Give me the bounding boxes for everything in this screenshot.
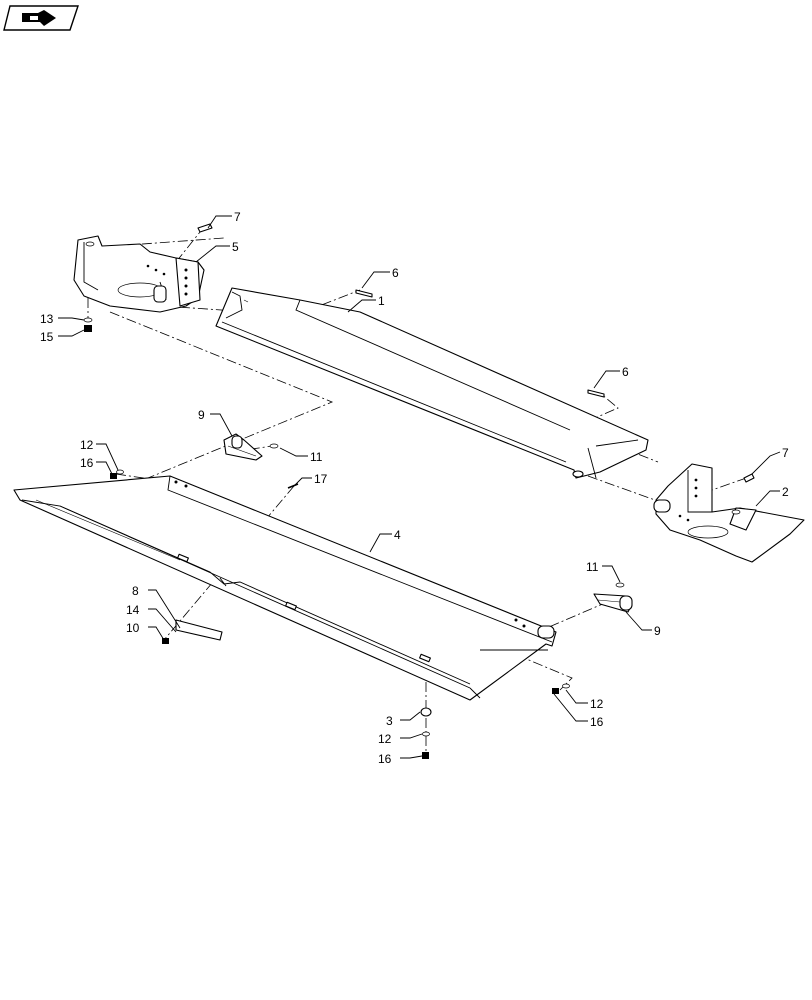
callout-9-right: 9: [654, 624, 661, 638]
washer-13: [83, 317, 93, 323]
callout-12-left: 12: [80, 438, 94, 452]
screw-17: [287, 483, 299, 489]
callout-12-right: 12: [590, 697, 604, 711]
callout-14: 14: [126, 603, 140, 617]
callout-7-right: 7: [782, 446, 789, 460]
leader-lines: [58, 215, 781, 759]
bushing-3: [420, 707, 432, 717]
upper-rail: [215, 287, 649, 479]
callout-9-left: 9: [198, 408, 205, 422]
callout-2: 2: [782, 485, 789, 499]
callout-17: 17: [314, 472, 328, 486]
nut-16-left: [110, 473, 117, 479]
callout-16-left: 16: [80, 456, 94, 470]
bolt-10: [162, 638, 169, 644]
hinge-9-right: [593, 593, 633, 613]
pin-7-top: [197, 223, 213, 233]
washer-12-left: [116, 469, 124, 475]
bolt-11-left: [269, 443, 279, 449]
pin-6-upper: [355, 289, 373, 298]
washer-12-right: [562, 683, 570, 689]
pin-6-lower: [587, 389, 605, 398]
nut-16-bottom: [422, 752, 429, 759]
callout-15: 15: [40, 330, 54, 344]
left-mounting-bracket: [73, 235, 205, 313]
callout-6-upper: 6: [392, 266, 399, 280]
bolt-11-right: [615, 582, 625, 588]
callout-8: 8: [132, 584, 139, 598]
callout-6-lower: 6: [622, 365, 629, 379]
callout-5: 5: [232, 240, 239, 254]
callout-16-right: 16: [590, 715, 604, 729]
callout-4: 4: [394, 528, 401, 542]
wear-plate-8: [175, 619, 223, 641]
callout-13: 13: [40, 312, 54, 326]
callout-11-left: 11: [310, 450, 323, 464]
washer-12-bottom: [422, 731, 430, 737]
nut-16-right: [552, 688, 559, 694]
callout-labels: 7 5 6 1 6 7 2 13 15 9 12 16 11 17 4 8 14…: [40, 210, 789, 766]
callout-3: 3: [386, 714, 393, 728]
pin-7-right: [743, 473, 755, 483]
callout-7-top: 7: [234, 210, 241, 224]
callout-11-right: 11: [586, 560, 599, 574]
callout-16-bottom: 16: [378, 752, 392, 766]
lower-tray: [13, 475, 557, 701]
arrow-folder-icon[interactable]: [3, 5, 79, 31]
callout-10: 10: [126, 621, 140, 635]
callout-1: 1: [378, 294, 385, 308]
hinge-9-left: [223, 433, 263, 461]
callout-12-bottom: 12: [378, 732, 392, 746]
nut-15: [84, 325, 92, 332]
right-mounting-bracket: [653, 463, 805, 563]
